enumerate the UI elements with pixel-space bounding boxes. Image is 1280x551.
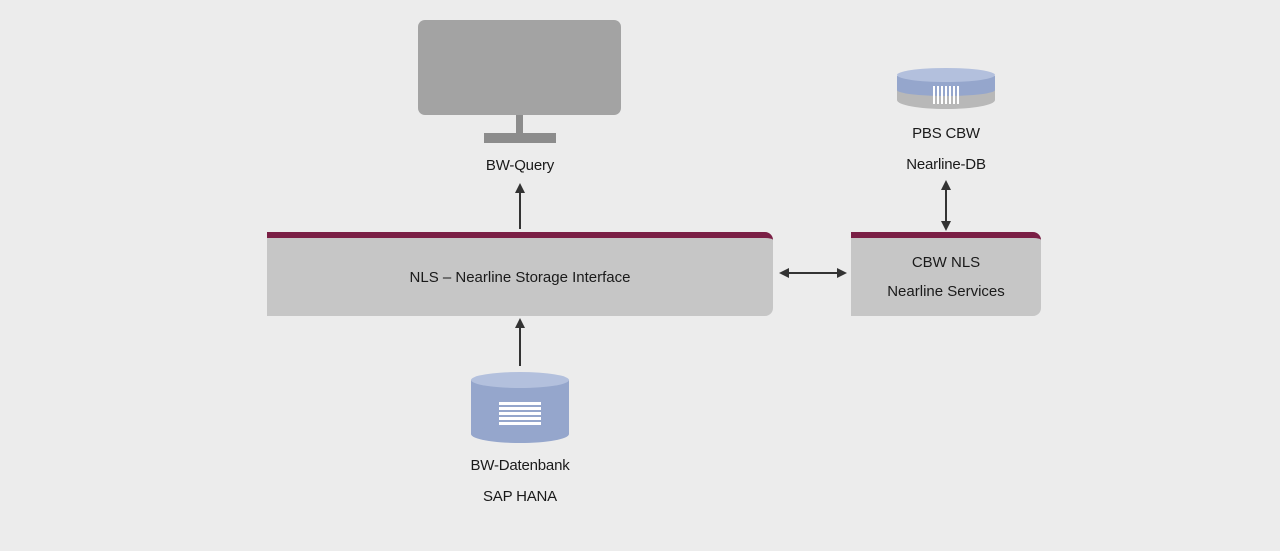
cbw-nls-box: CBW NLS Nearline Services (851, 232, 1041, 316)
bw-db-label-line2: SAP HANA (483, 488, 557, 505)
nls-interface-box: NLS – Nearline Storage Interface (267, 232, 773, 316)
bw-database-icon (471, 372, 569, 443)
nearline-db-icon (897, 68, 995, 109)
nearline-db-label-line2: Nearline-DB (906, 156, 986, 173)
bw-db-label-line1: BW-Datenbank (470, 457, 570, 474)
monitor-icon (418, 20, 621, 143)
nls-interface-label: NLS – Nearline Storage Interface (409, 268, 631, 286)
cbw-nls-label-line2: Nearline Services (887, 283, 1005, 300)
nearline-db-label-line1: PBS CBW (912, 125, 980, 142)
query-label: BW-Query (485, 157, 555, 174)
cbw-nls-label-line1: CBW NLS (911, 254, 981, 271)
